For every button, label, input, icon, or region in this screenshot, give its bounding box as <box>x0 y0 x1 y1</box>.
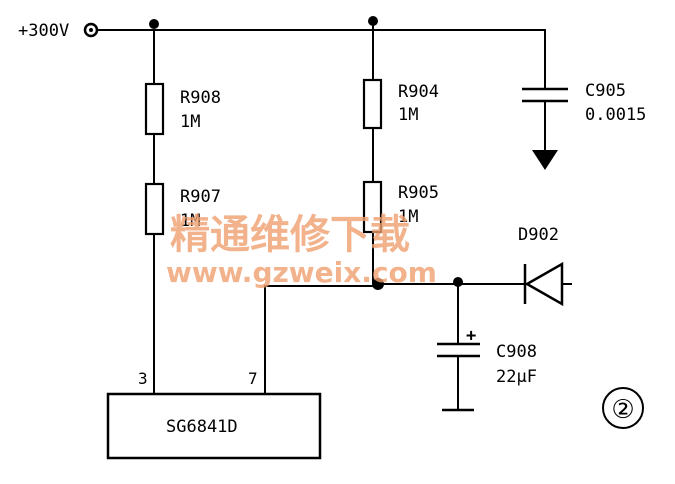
r908-value: 1M <box>180 112 200 132</box>
ic-pin-3: 3 <box>138 369 148 388</box>
junction-left <box>149 19 159 29</box>
figure-number: ② <box>611 395 634 425</box>
figure-number-circle <box>602 387 644 429</box>
ic-pin-7: 7 <box>248 369 258 388</box>
watermark-cn: 精通维修下载 <box>170 211 410 258</box>
wire-pin7 <box>264 285 373 394</box>
supply-label: +300V <box>18 21 69 41</box>
c905-value: 0.0015 <box>585 105 646 125</box>
wires <box>98 22 572 410</box>
d902-ref: D902 <box>518 225 559 245</box>
r907-value: 1M <box>180 211 200 231</box>
supply-rail <box>98 29 546 88</box>
ic-sg6841d <box>106 392 322 460</box>
junction-mid <box>368 16 378 26</box>
resistor-r905 <box>362 180 383 234</box>
r908-ref: R908 <box>180 88 221 108</box>
r905-ref: R905 <box>398 183 439 203</box>
resistor-r904 <box>362 78 383 130</box>
ground-arrow-icon <box>532 150 558 170</box>
resistor-r907 <box>144 182 165 236</box>
c908-value: 22μF <box>496 367 537 387</box>
r907-ref: R907 <box>180 187 221 207</box>
c908-polarity: + <box>466 326 476 346</box>
c908-ref: C908 <box>496 342 537 362</box>
resistor-r908 <box>144 82 165 136</box>
c905-ref: C905 <box>585 81 626 101</box>
r904-value: 1M <box>398 105 418 125</box>
junction-node <box>372 278 384 290</box>
watermark-url: www.gzweix.com <box>166 256 437 289</box>
junction-c908 <box>453 277 463 287</box>
diode-d902-icon <box>524 261 564 307</box>
r905-value: 1M <box>398 207 418 227</box>
ic-name: SG6841D <box>166 417 238 437</box>
supply-terminal-dot <box>89 28 93 32</box>
r904-ref: R904 <box>398 82 439 102</box>
